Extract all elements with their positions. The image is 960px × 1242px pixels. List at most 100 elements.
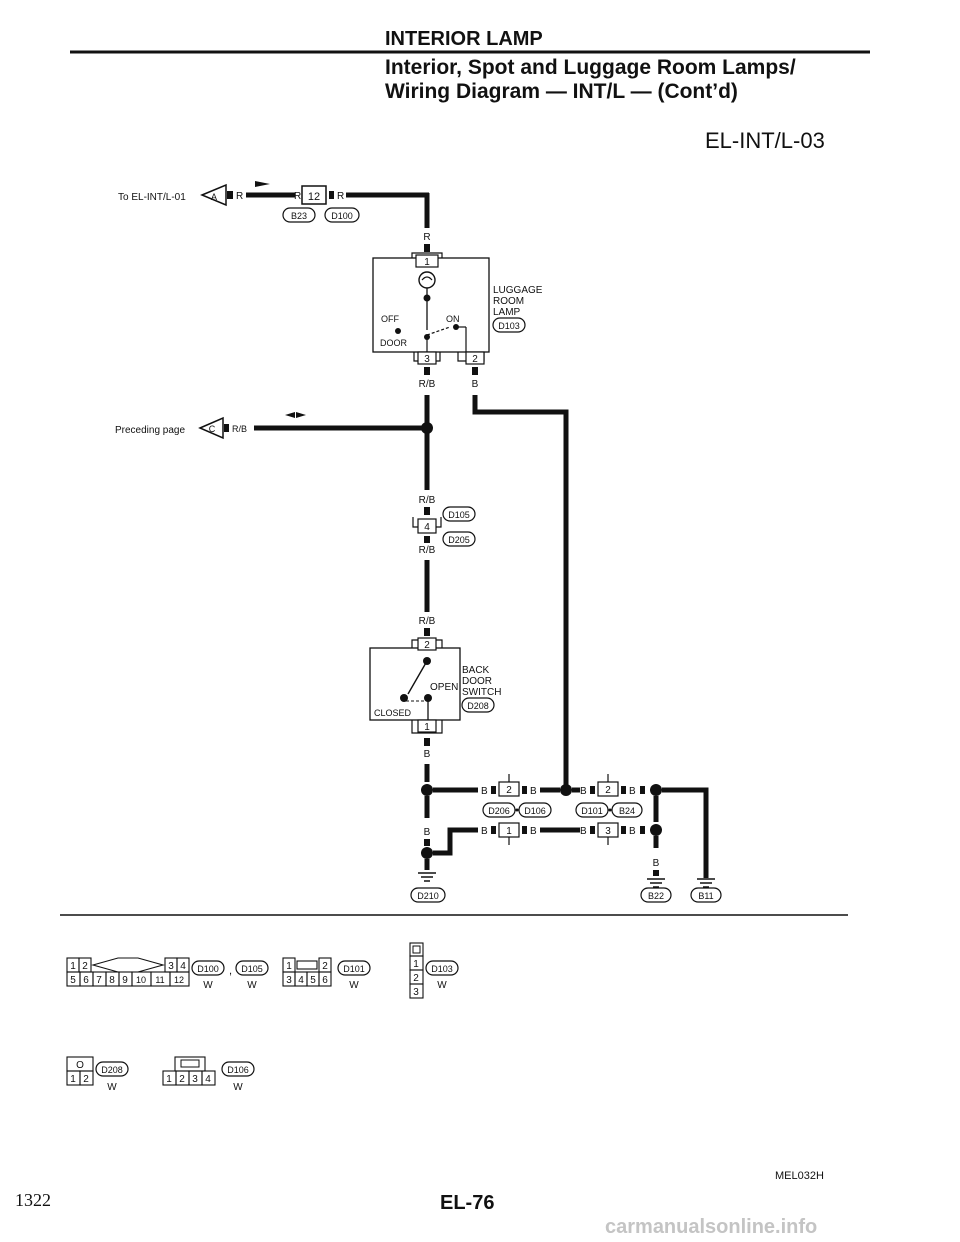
svg-text:9: 9 — [122, 975, 128, 986]
backdoor-label-line1: BACK — [462, 665, 490, 676]
svg-text:B: B — [530, 826, 537, 837]
connector-face-d208: O 1 2 D208 W — [66, 1056, 129, 1093]
svg-text:1: 1 — [413, 959, 419, 970]
lamp-bulb-icon — [418, 271, 436, 289]
luggage-pin-1-box — [415, 254, 439, 268]
diagram-subtitle-line1: Interior, Spot and Luggage Room Lamps/ — [385, 56, 796, 79]
wire-b-label-2: B — [424, 749, 431, 760]
svg-text:2: 2 — [179, 1074, 185, 1085]
backdoor-pin-1: 1 — [424, 722, 430, 733]
connector-c-arrow: C — [198, 416, 224, 440]
joint-12-label: 12 — [308, 191, 320, 203]
conn-b23-badge: B23 — [282, 207, 316, 223]
watermark: carmanualsonline.info — [605, 1216, 818, 1238]
diagram-code: EL-INT/L-03 — [705, 128, 825, 153]
svg-text:6: 6 — [83, 975, 89, 986]
svg-text:4: 4 — [298, 975, 304, 986]
splice-node-3 — [560, 784, 572, 796]
svg-text:B: B — [580, 826, 587, 837]
svg-text:W: W — [233, 1082, 243, 1093]
svg-text:3: 3 — [192, 1074, 198, 1085]
svg-text:D100: D100 — [331, 211, 353, 221]
svg-text:2: 2 — [506, 785, 512, 796]
conn-d106-badge: D106 — [518, 802, 552, 818]
direction-arrow-icon — [255, 181, 270, 187]
splice-node-5 — [421, 847, 433, 859]
luggage-pin-2: 2 — [472, 354, 478, 365]
splice-node-4 — [650, 784, 662, 796]
conn-d105-badge: D105 — [442, 506, 476, 522]
connector-face-d101: 1 2 3 4 5 6 D101 W — [282, 957, 371, 991]
ground-icon-b11 — [697, 878, 715, 888]
backdoor-label-line3: SWITCH — [462, 687, 501, 698]
svg-text:C: C — [209, 424, 216, 434]
svg-text:1: 1 — [70, 1074, 76, 1085]
conn-d101-badge: D101 — [575, 802, 609, 818]
section-title: INTERIOR LAMP — [385, 28, 543, 50]
svg-text:4: 4 — [205, 1074, 211, 1085]
connector-face-d100-d105: 1 2 3 4 5 6 7 8 9 10 11 12 D100 W , D105… — [66, 957, 269, 991]
svg-text:D100: D100 — [197, 964, 219, 974]
svg-text:B23: B23 — [291, 211, 307, 221]
svg-text:D106: D106 — [524, 806, 546, 816]
splice-node-6 — [650, 824, 662, 836]
luggage-door-label: DOOR — [380, 338, 408, 348]
svg-text:D105: D105 — [448, 510, 470, 520]
diagram-subtitle-line2: Wiring Diagram — INT/L — (Cont’d) — [385, 80, 738, 103]
svg-text:7: 7 — [96, 975, 102, 986]
svg-text:O: O — [76, 1060, 84, 1071]
backdoor-switch-box — [369, 647, 461, 721]
svg-text:W: W — [437, 980, 447, 991]
backdoor-open-label: OPEN — [430, 682, 458, 693]
svg-text:D101: D101 — [343, 964, 365, 974]
svg-text:1: 1 — [286, 961, 292, 972]
backdoor-label-line2: DOOR — [462, 676, 492, 687]
svg-text:5: 5 — [70, 975, 76, 986]
svg-text:D105: D105 — [241, 964, 263, 974]
svg-text:3: 3 — [286, 975, 292, 986]
svg-text:D210: D210 — [417, 891, 439, 901]
svg-text:3: 3 — [168, 961, 174, 972]
connector-face-d106: 1 2 3 4 D106 W — [162, 1056, 255, 1093]
svg-text:B: B — [629, 786, 636, 797]
page-number-left: 1322 — [15, 1190, 51, 1210]
svg-text:1: 1 — [166, 1074, 172, 1085]
svg-text:W: W — [203, 980, 213, 991]
ground-icon-b22 — [647, 878, 665, 888]
svg-text:D205: D205 — [448, 535, 470, 545]
connector-a-arrow: A — [200, 183, 227, 207]
luggage-pin-3-box — [417, 351, 437, 365]
wire-rb-label-4: R/B — [419, 545, 436, 556]
svg-text:2: 2 — [322, 961, 328, 972]
joint-12-box — [301, 185, 327, 205]
svg-text:B: B — [580, 786, 587, 797]
wire-b-label-3: B — [481, 786, 488, 797]
svg-text:D208: D208 — [467, 701, 489, 711]
joint-4-label: 4 — [424, 522, 430, 533]
wire-rb-label-2: R/B — [232, 424, 247, 434]
connector-face-d103: 1 2 3 D103 W — [409, 942, 459, 999]
svg-text:8: 8 — [109, 975, 115, 986]
svg-text:B: B — [530, 786, 537, 797]
svg-text:1: 1 — [70, 961, 76, 972]
conn-b24-badge: B24 — [611, 802, 643, 818]
luggage-off-label: OFF — [381, 314, 399, 324]
svg-text:W: W — [107, 1082, 117, 1093]
svg-text:B11: B11 — [698, 891, 713, 901]
svg-text:D206: D206 — [488, 806, 510, 816]
conn-d205-badge: D205 — [442, 531, 476, 547]
svg-text:W: W — [349, 980, 359, 991]
splice-node-1 — [421, 422, 433, 434]
wire-b-long — [472, 395, 569, 790]
switch-lever — [407, 660, 428, 695]
svg-text:5: 5 — [310, 975, 316, 986]
wire-r-label-2: R — [294, 191, 301, 202]
svg-text:2: 2 — [83, 1074, 89, 1085]
svg-text:6: 6 — [322, 975, 328, 986]
conn-d206-badge: D206 — [482, 802, 516, 818]
svg-text:B: B — [424, 827, 431, 838]
backdoor-pin-2-box — [417, 637, 437, 651]
conn-d208-badge: D208 — [461, 697, 495, 713]
svg-text:D106: D106 — [227, 1065, 249, 1075]
conn-d210-badge: D210 — [410, 887, 446, 903]
